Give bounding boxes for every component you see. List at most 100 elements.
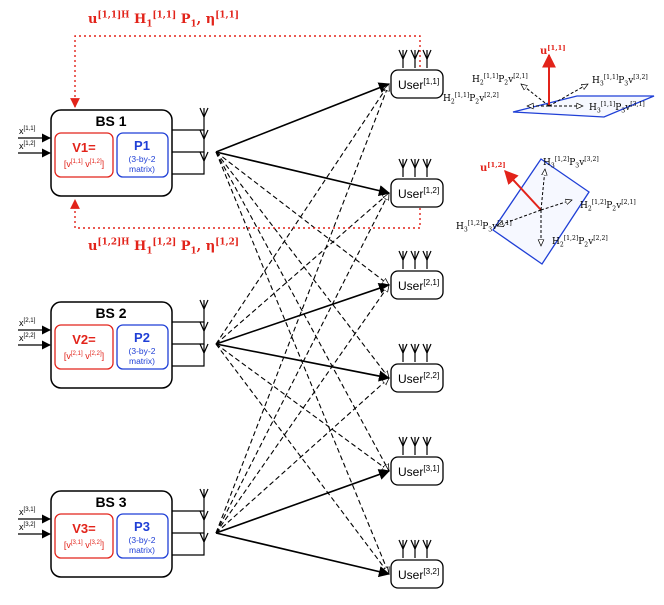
interference-label: H2[1,2]P2v[2,1] (580, 199, 636, 212)
user-box (390, 178, 444, 208)
input-label: x[2,1] (19, 317, 36, 328)
interference-link (215, 151, 389, 574)
user-label: User[1,2] (398, 186, 439, 201)
user-box (390, 270, 444, 300)
feedback-paths: u[1,1]H H1[1,1] P1, η[1,1] u[1,2]H H1[1,2… (70, 11, 421, 257)
precoder-p-box (116, 132, 169, 178)
input-label: x[1,2] (19, 140, 36, 151)
user-label: User[3,1] (398, 464, 439, 479)
antenna-feed (172, 551, 205, 556)
receive-vector-label: u[1,2] (480, 161, 506, 174)
bs-title: BS 2 (95, 305, 126, 321)
user-antenna (398, 49, 408, 68)
precoder-v-title: V3= (72, 521, 96, 536)
user-antenna (422, 343, 432, 362)
bs-antenna (199, 321, 209, 340)
feedback-path-bottom (70, 199, 421, 229)
antenna-feed (172, 126, 205, 131)
user-antenna (398, 343, 408, 362)
bs-1: BS 1V1=[v[1,1] v[1,2]]P1(3-by-2matrix)x[… (18, 107, 209, 197)
antenna-feed (172, 362, 205, 367)
feedback-path-top (70, 35, 421, 108)
desired-link (215, 151, 391, 197)
interference-label: H2[1,2]P2v[2,2] (552, 235, 608, 248)
antenna-feed (172, 529, 205, 534)
user-antenna (398, 539, 408, 558)
interference-vector (521, 84, 550, 107)
user-antenna (410, 49, 420, 68)
desired-link (215, 532, 391, 578)
precoder-p-line2: matrix) (129, 545, 155, 555)
interference-vector (540, 200, 572, 211)
antenna-feed (172, 318, 205, 323)
interference-link (215, 193, 389, 345)
user-antenna (398, 250, 408, 269)
precoder-v-content: [v[2,1] v[2,2]] (64, 350, 104, 361)
precoder-v-box (54, 324, 114, 370)
bs-antenna (199, 510, 209, 529)
feedback-label-bottom: u[1,2]H H1[1,2] P1, η[1,2] (88, 238, 239, 257)
precoder-v-box (54, 513, 114, 559)
antenna-feed (172, 148, 205, 153)
user-box (390, 559, 444, 589)
bs-antenna (199, 151, 209, 170)
user-3: User[2,1] (390, 250, 444, 300)
signal-space-user-1-2: u[1,2]H3[1,2]P3v[3,2]H2[1,2]P2v[2,1]H3[1… (456, 156, 636, 265)
precoder-p-title: P1 (134, 138, 150, 153)
precoder-v-box (54, 132, 114, 178)
user-antenna (398, 436, 408, 455)
user-antenna (410, 539, 420, 558)
user-label: User[2,2] (398, 371, 439, 386)
user-box (390, 69, 444, 99)
antenna-feed (172, 507, 205, 512)
base-stations: BS 1V1=[v[1,1] v[1,2]]P1(3-by-2matrix)x[… (18, 107, 209, 578)
precoder-p-box (116, 324, 169, 370)
interference-link (215, 84, 389, 345)
precoder-p-line1: (3-by-2 (129, 154, 156, 164)
bs-antenna (199, 107, 209, 126)
interference-link (215, 378, 389, 534)
user-box (390, 456, 444, 486)
desired-link (215, 282, 391, 345)
interference-link (215, 151, 390, 471)
precoder-v-title: V2= (72, 332, 96, 347)
interference-link (215, 84, 389, 534)
user-2: User[1,2] (390, 158, 444, 208)
bs-title: BS 1 (95, 113, 126, 129)
user-antenna (410, 436, 420, 455)
user-4: User[2,2] (390, 343, 444, 393)
interference-label: H2[1,1]P2v[2,2] (443, 92, 499, 105)
interference-link (215, 151, 389, 285)
user-1: User[1,1] (390, 49, 444, 99)
input-label: x[2,2] (19, 332, 36, 343)
bs-title: BS 3 (95, 494, 126, 510)
precoder-p-box (116, 513, 169, 559)
precoder-v-content: [v[3,1] v[3,2]] (64, 539, 104, 550)
user-antenna (422, 436, 432, 455)
interference-link (215, 343, 389, 471)
precoder-v-content: [v[1,1] v[1,2]] (64, 158, 104, 169)
interference-label: H2[1,1]P2v[2,1] (472, 73, 528, 86)
precoder-p-line2: matrix) (129, 356, 155, 366)
bs-antenna (199, 299, 209, 318)
bs-2: BS 2V2=[v[2,1] v[2,2]]P2(3-by-2matrix)x[… (18, 299, 209, 389)
interference-label: H3[1,1]P3v[3,1] (589, 101, 645, 114)
precoder-p-line1: (3-by-2 (129, 535, 156, 545)
user-label: User[3,2] (398, 567, 439, 582)
desired-link (215, 343, 391, 382)
user-5: User[3,1] (390, 436, 444, 486)
bs-antenna (199, 343, 209, 362)
interference-label: H3[1,1]P3v[3,2] (592, 74, 648, 87)
user-antenna (422, 49, 432, 68)
interference-vector (548, 83, 588, 107)
feedback-label-top: u[1,1]H H1[1,1] P1, η[1,1] (88, 11, 239, 30)
user-label: User[1,1] (398, 77, 439, 92)
interference-label: H3[1,2]P3v[3,2] (543, 156, 599, 169)
precoder-p-title: P2 (134, 330, 150, 345)
users: User[1,1] User[1,2] User[2,1] User[2,2] User… (390, 49, 444, 589)
interference-vector (540, 169, 545, 211)
user-antenna (410, 343, 420, 362)
precoder-p-line2: matrix) (129, 164, 155, 174)
receive-vector-label: u[1,1] (540, 44, 566, 57)
